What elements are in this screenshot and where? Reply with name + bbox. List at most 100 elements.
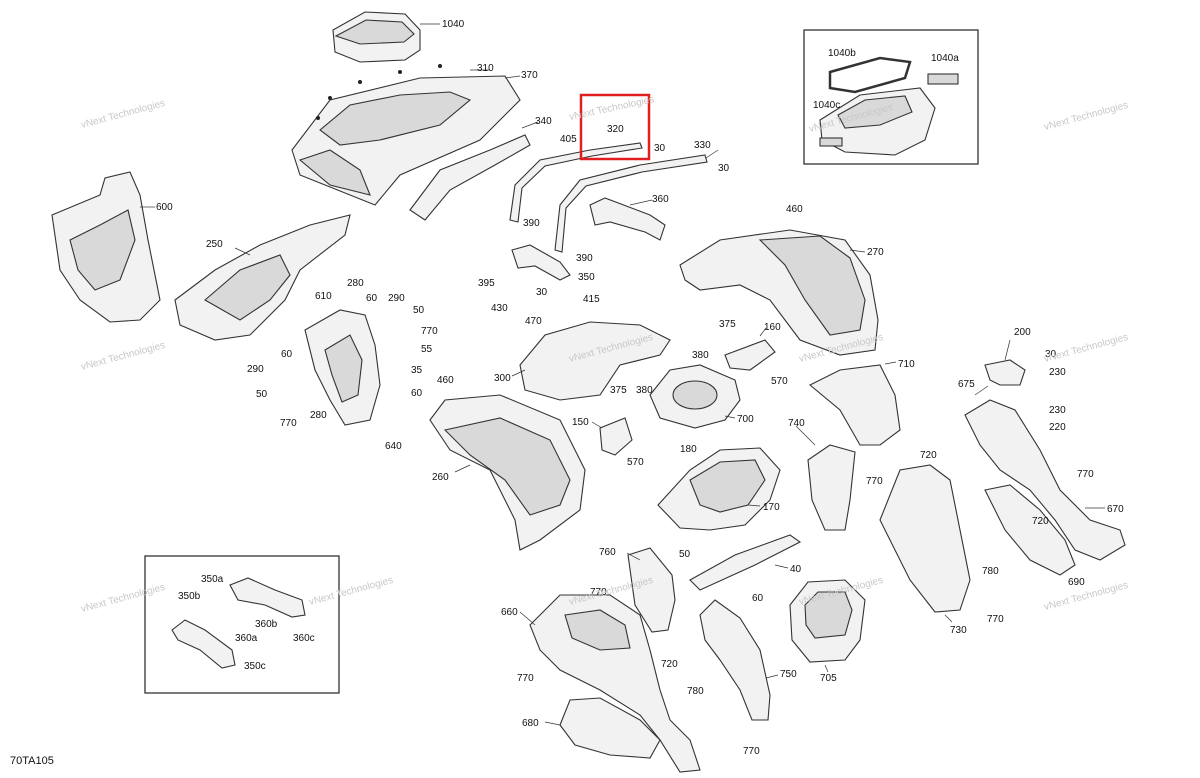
part-760-bracket[interactable] xyxy=(626,547,676,633)
callout-370[interactable]: 370 xyxy=(521,70,538,81)
part-320-rod[interactable] xyxy=(509,142,643,223)
callout-250[interactable]: 250 xyxy=(206,239,223,250)
callout-290[interactable]: 290 xyxy=(388,293,405,304)
callout-780[interactable]: 780 xyxy=(687,686,704,697)
part-740-bracket[interactable] xyxy=(795,425,856,531)
callout-360a[interactable]: 360a xyxy=(235,633,258,644)
callout-160[interactable]: 160 xyxy=(764,322,781,333)
callout-1040[interactable]: 1040 xyxy=(442,19,465,30)
callout-770[interactable]: 770 xyxy=(1077,469,1094,480)
callout-705[interactable]: 705 xyxy=(820,673,837,684)
part-750-bracket[interactable] xyxy=(699,599,779,721)
callout-350b[interactable]: 350b xyxy=(178,591,201,602)
part-1040c-lid[interactable] xyxy=(819,87,936,156)
callout-570[interactable]: 570 xyxy=(627,457,644,468)
callout-670[interactable]: 670 xyxy=(1107,504,1124,515)
callout-150[interactable]: 150 xyxy=(572,417,589,428)
callout-390[interactable]: 390 xyxy=(523,218,540,229)
callout-770[interactable]: 770 xyxy=(517,673,534,684)
part-300-dash-cover[interactable] xyxy=(511,321,671,401)
callout-660[interactable]: 660 xyxy=(501,607,518,618)
callout-320[interactable]: 320 xyxy=(607,124,624,135)
part-280-frame-bracket[interactable] xyxy=(304,309,381,426)
part-310-rear-rack[interactable] xyxy=(291,69,521,206)
callout-460[interactable]: 460 xyxy=(786,204,803,215)
callout-1040a[interactable]: 1040a xyxy=(931,53,959,64)
callout-570[interactable]: 570 xyxy=(771,376,788,387)
part-1040b-seal[interactable] xyxy=(828,56,912,94)
callout-430[interactable]: 430 xyxy=(491,303,508,314)
callout-60[interactable]: 60 xyxy=(281,349,293,360)
callout-350c[interactable]: 350c xyxy=(244,661,266,672)
callout-770[interactable]: 770 xyxy=(280,418,297,429)
callout-30[interactable]: 30 xyxy=(1045,349,1057,360)
part-150-panel[interactable] xyxy=(591,417,633,456)
callout-375[interactable]: 375 xyxy=(610,385,627,396)
callout-460[interactable]: 460 xyxy=(437,375,454,386)
callout-710[interactable]: 710 xyxy=(898,359,915,370)
part-710-upper-panel[interactable] xyxy=(809,361,901,446)
callout-680[interactable]: 680 xyxy=(522,718,539,729)
callout-200[interactable]: 200 xyxy=(1014,327,1031,338)
callout-260[interactable]: 260 xyxy=(432,472,449,483)
callout-300[interactable]: 300 xyxy=(494,373,511,384)
part-330-rod[interactable] xyxy=(554,149,719,253)
callout-380[interactable]: 380 xyxy=(636,385,653,396)
callout-50[interactable]: 50 xyxy=(679,549,691,560)
part-160-cover[interactable] xyxy=(724,327,776,371)
callout-770[interactable]: 770 xyxy=(590,587,607,598)
callout-675[interactable]: 675 xyxy=(958,379,975,390)
callout-690[interactable]: 690 xyxy=(1068,577,1085,588)
callout-390[interactable]: 390 xyxy=(576,253,593,264)
callout-55[interactable]: 55 xyxy=(421,344,433,355)
part-670-side-panel[interactable] xyxy=(984,484,1105,576)
callout-720[interactable]: 720 xyxy=(661,659,678,670)
part-170-engine-cover[interactable] xyxy=(657,447,781,531)
callout-360b[interactable]: 360b xyxy=(255,619,278,630)
callout-50[interactable]: 50 xyxy=(413,305,425,316)
part-1040-top-case[interactable] xyxy=(332,11,440,63)
callout-720[interactable]: 720 xyxy=(1032,516,1049,527)
callout-405[interactable]: 405 xyxy=(560,134,577,145)
callout-50[interactable]: 50 xyxy=(256,389,268,400)
callout-350a[interactable]: 350a xyxy=(201,574,224,585)
callout-270[interactable]: 270 xyxy=(867,247,884,258)
callout-30[interactable]: 30 xyxy=(654,143,666,154)
callout-770[interactable]: 770 xyxy=(987,614,1004,625)
part-660-fender[interactable] xyxy=(519,594,701,773)
callout-350[interactable]: 350 xyxy=(578,272,595,283)
callout-60[interactable]: 60 xyxy=(411,388,423,399)
callout-30[interactable]: 30 xyxy=(718,163,730,174)
callout-30[interactable]: 30 xyxy=(536,287,548,298)
part-360c-arm[interactable] xyxy=(229,577,306,618)
callout-340[interactable]: 340 xyxy=(535,116,552,127)
callout-360c[interactable]: 360c xyxy=(293,633,315,644)
part-680-lower-fender[interactable] xyxy=(544,697,661,759)
part-600-side-panel[interactable] xyxy=(51,171,161,323)
part-270-hood[interactable] xyxy=(679,229,879,356)
callout-35[interactable]: 35 xyxy=(411,365,423,376)
callout-770[interactable]: 770 xyxy=(743,746,760,757)
callout-220[interactable]: 220 xyxy=(1049,422,1066,433)
callout-740[interactable]: 740 xyxy=(788,418,805,429)
callout-330[interactable]: 330 xyxy=(694,140,711,151)
part-350c-arm[interactable] xyxy=(171,619,236,669)
callout-470[interactable]: 470 xyxy=(525,316,542,327)
callout-415[interactable]: 415 xyxy=(583,294,600,305)
callout-730[interactable]: 730 xyxy=(950,625,967,636)
callout-170[interactable]: 170 xyxy=(763,502,780,513)
part-1040a-latch[interactable] xyxy=(927,73,959,85)
callout-610[interactable]: 610 xyxy=(315,291,332,302)
callout-770[interactable]: 770 xyxy=(421,326,438,337)
part-250-storage-tray[interactable] xyxy=(174,214,351,341)
part-705-storage-bin[interactable] xyxy=(789,579,866,673)
callout-1040b[interactable]: 1040b xyxy=(828,48,856,59)
callout-290[interactable]: 290 xyxy=(247,364,264,375)
part-675-side-strip[interactable] xyxy=(964,339,1126,561)
callout-375[interactable]: 375 xyxy=(719,319,736,330)
callout-180[interactable]: 180 xyxy=(680,444,697,455)
part-730-lower-panel[interactable] xyxy=(879,464,971,623)
callout-280[interactable]: 280 xyxy=(310,410,327,421)
callout-230[interactable]: 230 xyxy=(1049,367,1066,378)
callout-360[interactable]: 360 xyxy=(652,194,669,205)
